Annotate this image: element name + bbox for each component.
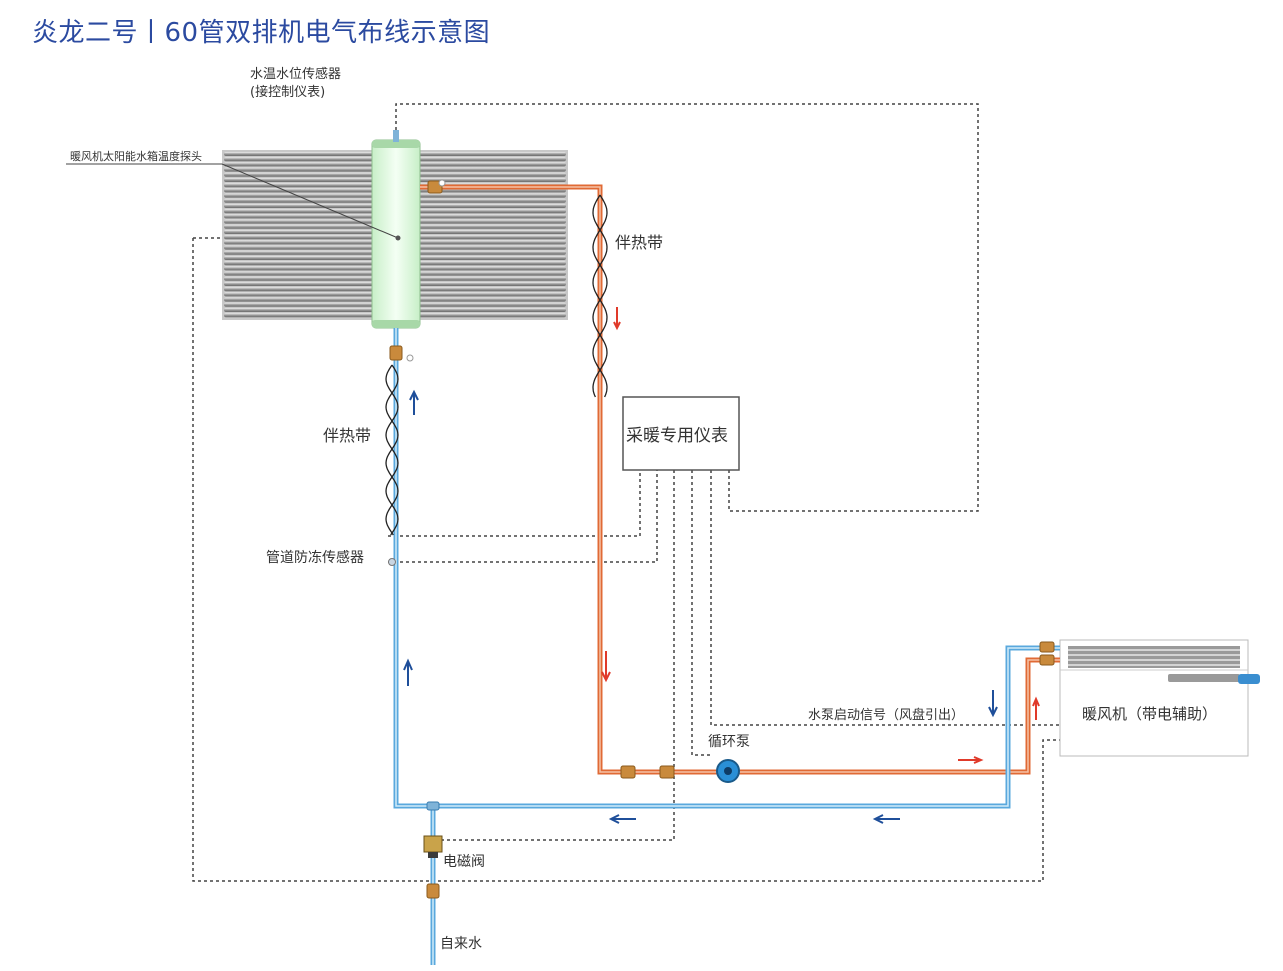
fan-heater	[1059, 639, 1260, 757]
pipe-fittings	[389, 180, 1055, 899]
water-sensor-sublabel: (接控制仪表)	[250, 84, 325, 100]
pump-label: 循环泵	[708, 734, 750, 750]
antifreeze-sensor-label: 管道防冻传感器	[266, 549, 364, 566]
wiring-lines	[192, 103, 1060, 882]
flow-arrows	[403, 307, 1040, 824]
water-tank	[371, 130, 421, 329]
solenoid-valve	[423, 835, 443, 858]
heater-label: 暖风机（带电辅助）	[1082, 705, 1217, 723]
water-sensor-label: 水温水位传感器	[250, 66, 341, 82]
heat-tape-right	[592, 194, 608, 398]
heat-tape-label-right: 伴热带	[615, 233, 663, 252]
antifreeze-sensor-node	[388, 558, 396, 566]
circulation-pump	[716, 759, 740, 783]
controller-label: 采暖专用仪表	[626, 426, 728, 446]
heat-tape-label-left: 伴热带	[323, 426, 371, 445]
page-title: 炎龙二号丨60管双排机电气布线示意图	[32, 18, 491, 48]
water-level-sensor	[393, 130, 399, 142]
controller-box	[622, 396, 740, 471]
valve-label: 电磁阀	[443, 854, 485, 870]
pump-signal-label: 水泵启动信号（风盘引出）	[808, 707, 964, 723]
tap-water-label: 自来水	[440, 936, 482, 952]
probe-leader	[221, 163, 399, 239]
heat-tape-left	[385, 364, 399, 536]
tank-probe-label: 暖风机太阳能水箱温度探头	[70, 149, 202, 163]
